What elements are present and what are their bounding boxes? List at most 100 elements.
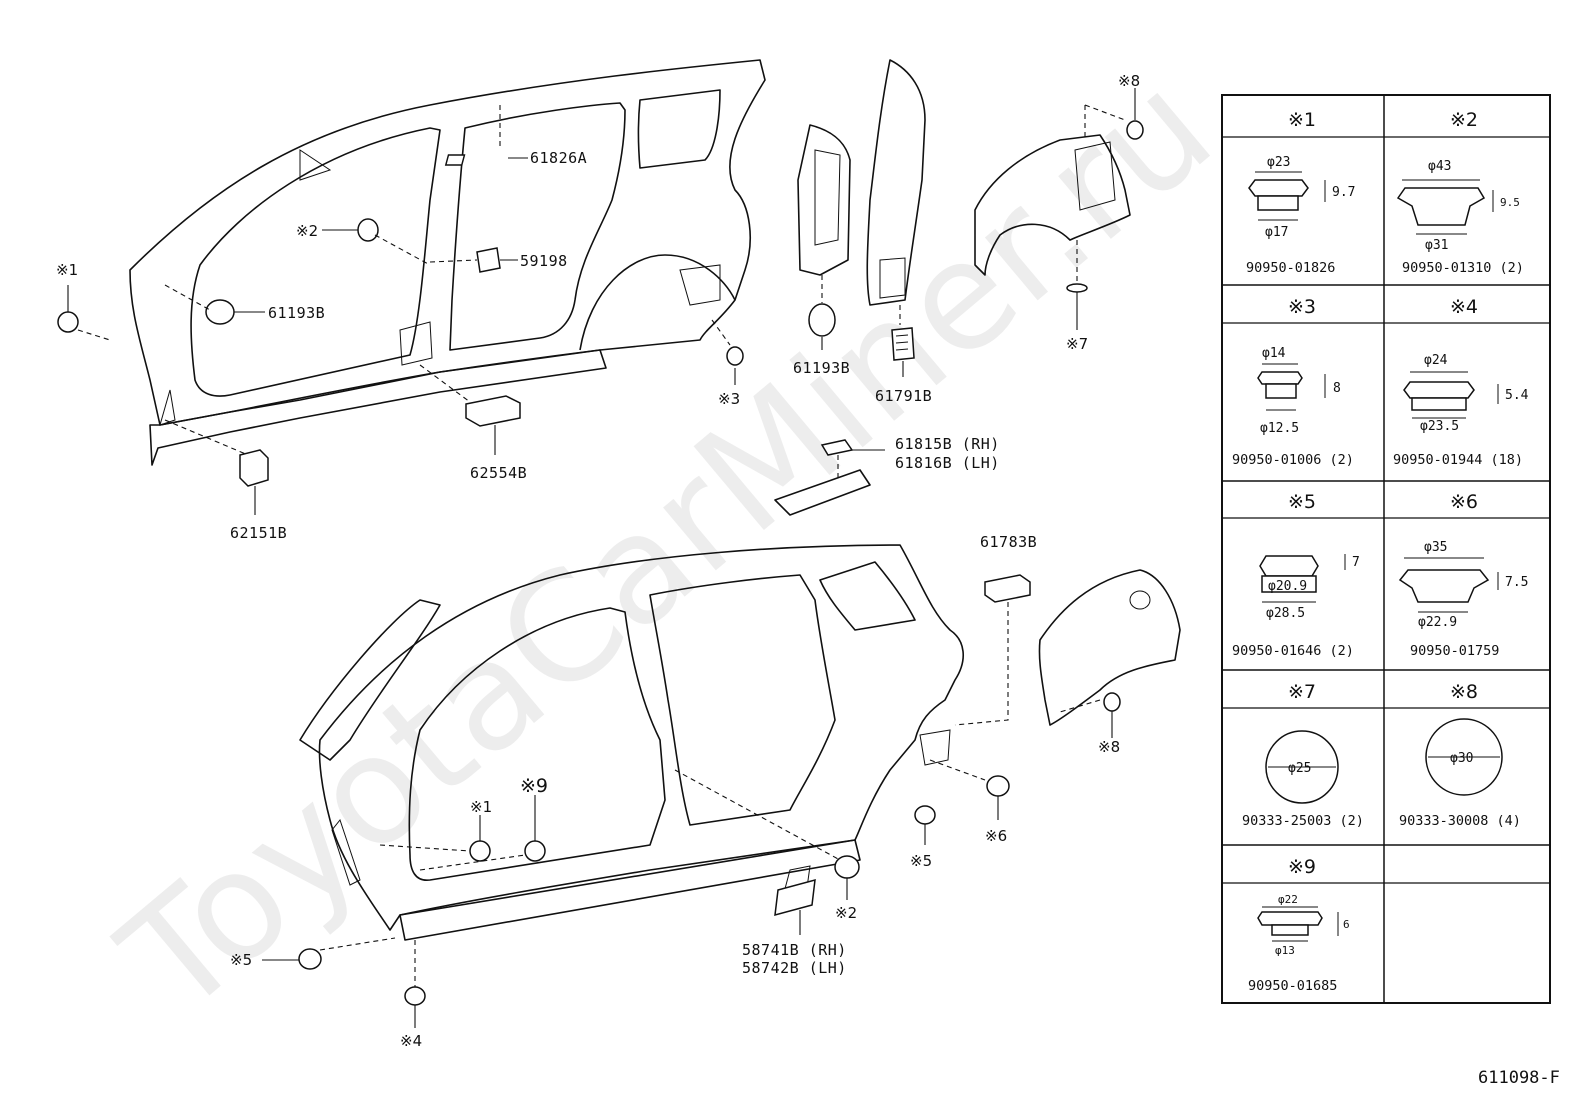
pad-58741B — [774, 878, 816, 917]
ref-7: ※7 — [1066, 335, 1088, 353]
part-no-2: 90950-01310 (2) — [1402, 260, 1524, 276]
plug-drawing-6 — [1398, 557, 1499, 613]
plug-ref9 — [524, 840, 546, 862]
ref-3: ※3 — [718, 390, 740, 408]
label-61193B-upper: 61193B — [268, 304, 325, 322]
dim-4-top: φ24 — [1424, 353, 1448, 368]
part-no-4: 90950-01944 (18) — [1393, 452, 1523, 468]
lower-side-panel — [299, 469, 964, 941]
block-62151B — [239, 449, 269, 487]
table-head-5: ※5 — [1288, 491, 1316, 513]
part-no-6: 90950-01759 — [1410, 643, 1499, 659]
dim-1-bottom: φ17 — [1265, 225, 1288, 240]
dim-5-outer: φ28.5 — [1266, 606, 1305, 621]
part-no-3: 90950-01006 (2) — [1232, 452, 1354, 468]
ref-4: ※4 — [400, 1032, 422, 1050]
label-58742B: 58742B (LH) — [742, 959, 847, 977]
leader-lines — [67, 88, 1136, 1028]
plug-ref8-lower — [1103, 692, 1121, 712]
plug-drawing-1 — [1248, 171, 1326, 221]
plug-ref1-lower — [469, 840, 491, 862]
dim-9-height: 6 — [1343, 918, 1350, 931]
table-head-3: ※3 — [1288, 296, 1316, 318]
dim-4-bottom: φ23.5 — [1420, 419, 1459, 434]
pad-59198 — [476, 247, 501, 273]
dim-8: φ30 — [1450, 751, 1473, 766]
part-no-9: 90950-01685 — [1248, 978, 1337, 994]
plug-ref5-left — [298, 948, 322, 970]
ref-1-upper: ※1 — [56, 261, 78, 279]
table-head-4: ※4 — [1450, 296, 1478, 318]
dim-4-height: 5.4 — [1505, 388, 1529, 403]
dim-3-top: φ14 — [1262, 346, 1286, 361]
ref-5-left: ※5 — [230, 951, 252, 969]
plug-table: ※1 ※2 ※3 ※4 ※5 ※6 ※7 ※8 ※9 φ23 9.7 φ17 9… — [1221, 94, 1551, 1004]
label-58741B: 58741B (RH) — [742, 941, 847, 959]
label-61815B: 61815B (RH) — [895, 435, 1000, 453]
table-head-2: ※2 — [1450, 109, 1478, 131]
table-head-1: ※1 — [1288, 109, 1316, 131]
plug-ref6 — [986, 775, 1010, 797]
figure-code: 611098-F — [1478, 1068, 1560, 1088]
label-62554B: 62554B — [470, 464, 527, 482]
ref-5-right: ※5 — [910, 852, 932, 870]
part-no-1: 90950-01826 — [1246, 260, 1335, 276]
plug-ref2-upper — [357, 218, 379, 242]
ref-8-upper: ※8 — [1118, 72, 1140, 90]
pad-61826A — [444, 154, 466, 166]
seal-61193B-pillar — [808, 303, 836, 337]
dim-1-top: φ23 — [1267, 155, 1290, 170]
dim-7: φ25 — [1288, 761, 1311, 776]
plug-ref5-right — [914, 805, 936, 825]
ref-8-lower: ※8 — [1098, 738, 1120, 756]
table-head-9: ※9 — [1288, 856, 1316, 878]
table-head-6: ※6 — [1450, 491, 1478, 513]
pillar-reinforcements — [797, 59, 926, 361]
plug-ref4 — [404, 986, 426, 1006]
plug-drawing-9 — [1257, 906, 1339, 942]
dim-6-top: φ35 — [1424, 540, 1447, 555]
plug-ref8-upper — [1126, 120, 1144, 140]
ref-2-upper: ※2 — [296, 222, 318, 240]
plug-drawing-3 — [1257, 363, 1326, 411]
plug-drawing-7 — [1265, 730, 1339, 804]
dim-2-top: φ43 — [1428, 159, 1451, 174]
dim-2-height: 9.5 — [1500, 196, 1520, 209]
ref-2-lower: ※2 — [835, 904, 857, 922]
block-61783B — [984, 574, 1031, 603]
dim-3-height: 8 — [1333, 381, 1341, 396]
block-62554B — [465, 395, 521, 427]
plug-ref3-upper — [726, 346, 744, 366]
dim-1-height: 9.7 — [1332, 185, 1355, 200]
plug-drawing-2 — [1396, 179, 1494, 235]
ref-6: ※6 — [985, 827, 1007, 845]
plug-drawing-8 — [1425, 718, 1503, 796]
plug-ref1-upper — [57, 311, 79, 333]
dim-5-inner: φ20.9 — [1268, 579, 1307, 594]
watermark: ToyotaCarMiner.ru — [91, 41, 1244, 1048]
dim-6-bottom: φ22.9 — [1418, 615, 1457, 630]
part-no-7: 90333-25003 (2) — [1242, 813, 1364, 829]
part-no-5: 90950-01646 (2) — [1232, 643, 1354, 659]
plug-drawing-4 — [1403, 371, 1499, 419]
table-head-7: ※7 — [1288, 681, 1316, 703]
label-59198: 59198 — [520, 252, 568, 270]
label-62151B: 62151B — [230, 524, 287, 542]
table-head-8: ※8 — [1450, 681, 1478, 703]
label-61826A: 61826A — [530, 149, 587, 167]
callout-labels: 61826A 59198 61193B 62151B 62554B 61193B… — [56, 72, 1140, 1050]
plug-ref7 — [1066, 283, 1088, 293]
part-no-8: 90333-30008 (4) — [1399, 813, 1521, 829]
dim-3-bottom: φ12.5 — [1260, 421, 1299, 436]
label-61193B-pillar: 61193B — [793, 359, 850, 377]
seal-61193B-upper — [205, 299, 235, 325]
ref-1-lower: ※1 — [470, 798, 492, 816]
label-61783B: 61783B — [980, 533, 1037, 551]
label-61791B: 61791B — [875, 387, 932, 405]
plug-drawing-5 — [1259, 554, 1346, 603]
upper-side-panel — [129, 59, 766, 466]
dim-9-top: φ22 — [1278, 893, 1298, 906]
upper-small-parts — [57, 154, 744, 487]
dim-9-bottom: φ13 — [1275, 944, 1295, 957]
